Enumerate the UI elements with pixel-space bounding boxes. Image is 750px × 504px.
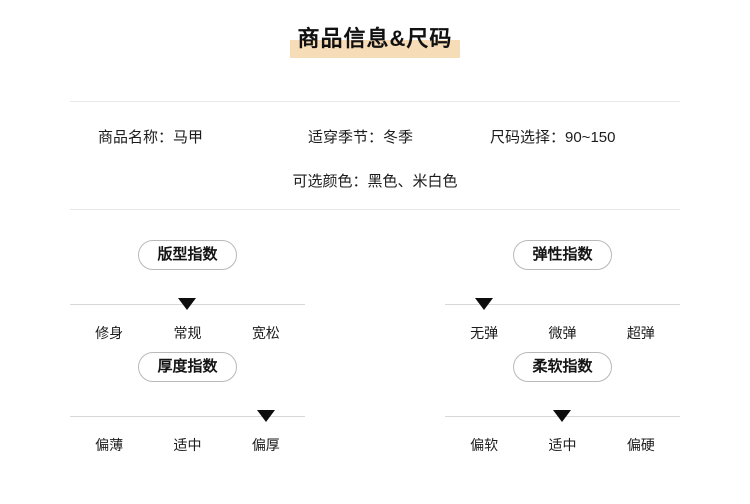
index-softness-label-1: 适中 — [548, 437, 577, 453]
info-row-secondary: 可选颜色：黑色、米白色 — [70, 170, 680, 194]
index-thickness-label-1: 适中 — [173, 437, 202, 453]
index-fit-pill-container: 版型指数 — [0, 240, 375, 278]
index-fit-pill: 版型指数 — [138, 240, 237, 270]
index-thickness: 厚度指数 偏薄 适中 偏厚 — [0, 344, 375, 456]
index-elasticity-scale-line — [445, 304, 680, 305]
index-fit-scale — [70, 296, 305, 312]
index-elasticity-pill: 弹性指数 — [513, 240, 612, 270]
size-range-text: 尺码选择：90~150 — [490, 129, 616, 146]
index-softness-pill: 柔软指数 — [513, 352, 612, 382]
season-text: 适穿季节：冬季 — [308, 129, 414, 146]
index-softness-label-0: 偏软 — [470, 437, 499, 453]
index-thickness-scale — [70, 408, 305, 424]
index-softness-marker-triangle-icon — [553, 410, 571, 422]
title-highlight-bar — [289, 40, 461, 58]
index-softness-scale — [445, 408, 680, 424]
index-elasticity-marker-triangle-icon — [475, 298, 493, 310]
index-elasticity-labels: 无弹 微弹 超弹 — [445, 322, 680, 344]
index-elasticity-label-1: 微弹 — [548, 325, 577, 341]
index-elasticity-scale — [445, 296, 680, 312]
divider-bottom — [70, 209, 680, 210]
index-softness-label-2: 偏硬 — [626, 437, 655, 453]
index-thickness-label-2: 偏厚 — [251, 437, 280, 453]
index-thickness-label-0: 偏薄 — [95, 437, 124, 453]
index-elasticity-label-0: 无弹 — [470, 325, 499, 341]
page-title: 商品信息&尺码 — [289, 22, 461, 58]
index-fit: 版型指数 修身 常规 宽松 — [0, 232, 375, 344]
index-thickness-labels: 偏薄 适中 偏厚 — [70, 434, 305, 456]
index-softness-labels: 偏软 适中 偏硬 — [445, 434, 680, 456]
page-title-text: 商品信息&尺码 — [297, 26, 453, 51]
page-title-container: 商品信息&尺码 — [0, 22, 750, 58]
colors-text: 可选颜色：黑色、米白色 — [292, 173, 458, 190]
index-softness-pill-container: 柔软指数 — [375, 352, 750, 390]
index-fit-label-2: 宽松 — [251, 325, 280, 341]
index-fit-labels: 修身 常规 宽松 — [70, 322, 305, 344]
index-grid: 版型指数 修身 常规 宽松 弹性指数 — [0, 232, 750, 456]
index-softness: 柔软指数 偏软 适中 偏硬 — [375, 344, 750, 456]
index-thickness-pill-container: 厚度指数 — [0, 352, 375, 390]
product-name-text: 商品名称：马甲 — [98, 129, 204, 146]
index-elasticity: 弹性指数 无弹 微弹 超弹 — [375, 232, 750, 344]
index-grid-row-1: 版型指数 修身 常规 宽松 弹性指数 — [0, 232, 750, 344]
index-thickness-scale-line — [70, 416, 305, 417]
divider-top — [70, 101, 680, 102]
index-fit-marker-triangle-icon — [178, 298, 196, 310]
index-elasticity-pill-container: 弹性指数 — [375, 240, 750, 278]
index-elasticity-label-2: 超弹 — [626, 325, 655, 341]
index-thickness-marker-triangle-icon — [257, 410, 275, 422]
info-row-primary: 商品名称：马甲 适穿季节：冬季 尺码选择：90~150 — [70, 126, 680, 150]
index-grid-row-2: 厚度指数 偏薄 适中 偏厚 柔软指数 — [0, 344, 750, 456]
index-thickness-pill: 厚度指数 — [138, 352, 237, 382]
index-fit-label-1: 常规 — [173, 325, 202, 341]
index-fit-label-0: 修身 — [95, 325, 124, 341]
